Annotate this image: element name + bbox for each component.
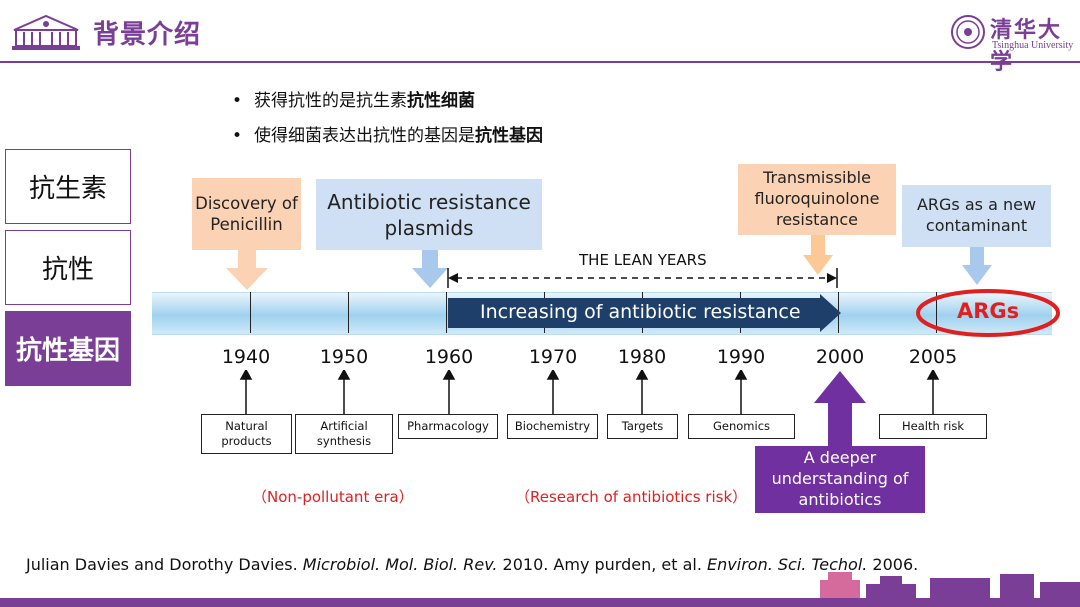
header-divider <box>0 61 1080 63</box>
deeper-understanding-box: A deeper understanding of antibiotics <box>755 446 925 513</box>
bullet-dot: • <box>232 126 243 146</box>
brand-name-en: Tsinghua University <box>992 40 1074 51</box>
lean-years-label: THE LEAN YEARS <box>579 251 707 269</box>
arrow-down-fluoroquinolone-icon <box>803 235 833 275</box>
arrow-down-penicillin-icon <box>226 250 268 290</box>
timeline-tick <box>250 292 251 333</box>
citation-text: Julian Davies and Dorothy Davies. <box>26 555 303 574</box>
year-label: 1980 <box>617 346 667 368</box>
callout-penicillin: Discovery of Penicillin <box>192 178 301 250</box>
lean-years-span-arrow <box>447 268 838 288</box>
brand-name-cn: 清华大学 <box>990 17 1063 75</box>
year-label: 1940 <box>221 346 271 368</box>
tsinghua-building-logo <box>12 14 80 50</box>
arrow-down-plasmids-icon <box>412 250 448 288</box>
era-box: Targets <box>607 414 678 439</box>
campus-skyline-decoration <box>820 572 1080 600</box>
callout-fluoroquinolone: Transmissible fluoroquinolone resistance <box>738 164 896 235</box>
deeper-understanding-arrow-icon <box>814 371 866 449</box>
page-title: 背景介绍 <box>93 20 202 50</box>
bullet-1-bold: 抗性细菌 <box>407 91 475 111</box>
citation-text: 2006. <box>867 555 919 574</box>
timeline-tick <box>936 292 937 333</box>
year-label: 1950 <box>319 346 369 368</box>
increasing-resistance-arrow <box>448 294 841 332</box>
footer-band <box>0 598 1080 607</box>
timeline-tick <box>348 292 349 333</box>
research-era-label: （Research of antibiotics risk） <box>515 488 748 506</box>
bullet-2-bold: 抗性基因 <box>475 126 543 146</box>
era-box: Natural products <box>201 414 292 454</box>
args-highlight-ellipse <box>916 289 1060 337</box>
era-box: Biochemistry <box>507 414 598 439</box>
bullet-dot: • <box>232 91 243 111</box>
bullet-2: • 使得细菌表达出抗性的基因是抗性基因 <box>232 121 543 146</box>
citation: Julian Davies and Dorothy Davies. Microb… <box>26 555 918 574</box>
era-box: Genomics <box>688 414 795 439</box>
nav-resistance[interactable]: 抗性 <box>5 230 131 305</box>
year-label: 2005 <box>908 346 958 368</box>
year-label: 2000 <box>815 346 865 368</box>
increasing-resistance-label: Increasing of antibiotic resistance <box>480 301 801 323</box>
year-label: 1990 <box>716 346 766 368</box>
citation-text: 2010. Amy purden, et al. <box>497 555 708 574</box>
era-box: Artificial synthesis <box>295 414 393 454</box>
arrow-down-args-icon <box>962 247 992 285</box>
tsinghua-seal-logo <box>951 15 985 49</box>
year-label: 1960 <box>424 346 474 368</box>
era-connector-arrows <box>239 370 940 414</box>
citation-journal: Environ. Sci. Techol. <box>707 555 868 574</box>
timeline-tick <box>446 292 447 333</box>
era-box: Health risk <box>879 414 987 439</box>
year-label: 1970 <box>528 346 578 368</box>
nav-antibiotics[interactable]: 抗生素 <box>5 149 131 224</box>
callout-args-contaminant: ARGs as a new contaminant <box>902 185 1051 247</box>
args-badge: ARGs <box>957 299 1020 323</box>
citation-journal: Microbiol. Mol. Biol. Rev. <box>302 555 498 574</box>
non-pollutant-era-label: （Non-pollutant era） <box>252 488 414 506</box>
era-box: Pharmacology <box>398 414 498 439</box>
bullet-1: • 获得抗性的是抗生素抗性细菌 <box>232 86 475 111</box>
nav-resistance-genes[interactable]: 抗性基因 <box>5 311 131 386</box>
bullet-1-text: 获得抗性的是抗生素 <box>254 91 407 111</box>
bullet-2-text: 使得细菌表达出抗性的基因是 <box>254 126 475 146</box>
callout-plasmids: Antibiotic resistance plasmids <box>316 179 542 250</box>
